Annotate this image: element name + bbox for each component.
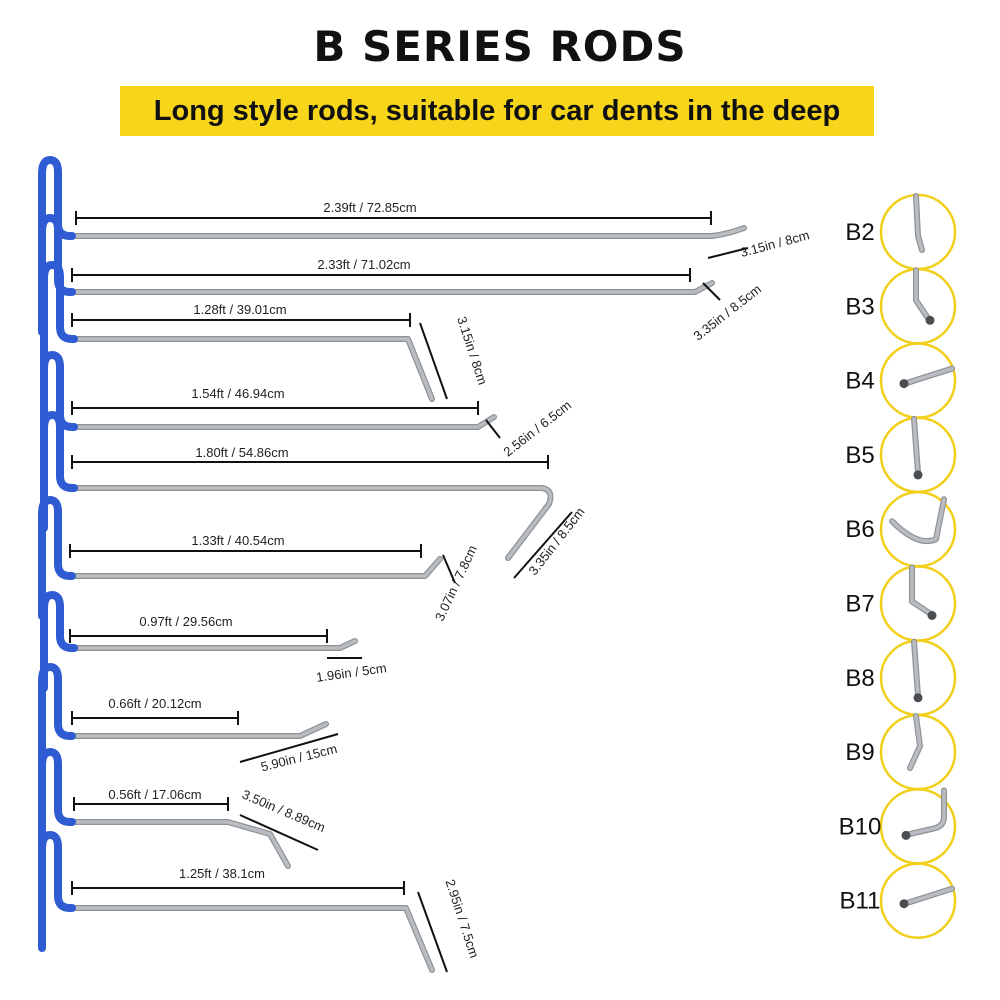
rod-3: 1.28ft / 39.01cm 3.15in / 8cm [40, 261, 490, 402]
model-label: B6 [845, 516, 874, 543]
model-b9: B9 [845, 713, 957, 791]
rod-handle [40, 591, 78, 692]
model-b2: B2 [845, 193, 957, 271]
rod-handle [40, 411, 78, 532]
model-label: B4 [845, 368, 874, 395]
model-tip-ball [927, 611, 937, 620]
tip-label: 3.35in / 8.5cm [525, 504, 587, 578]
model-label: B11 [840, 888, 881, 915]
model-tip-ball [899, 899, 909, 909]
model-tip-ball [901, 830, 911, 840]
tip-label: 3.15in / 8cm [739, 227, 811, 260]
rod-shaft [68, 557, 442, 578]
length-label: 1.54ft / 46.94cm [191, 386, 284, 401]
model-b6: B6 [845, 490, 957, 568]
model-tip [906, 886, 954, 905]
rod-shaft [70, 415, 496, 429]
rod-shaft [72, 820, 290, 868]
rod-handle [38, 496, 76, 620]
tip-label: 2.56in / 6.5cm [500, 397, 574, 459]
length-label: 1.33ft / 40.54cm [191, 533, 284, 548]
rod-shaft-outline [69, 905, 435, 973]
model-b7: B7 [845, 564, 957, 642]
subtitle-text: Long style rods, suitable for car dents … [153, 95, 841, 127]
rod-shaft-outline [69, 485, 554, 561]
tip-dimension-line [485, 419, 501, 439]
length-label: 1.28ft / 39.01cm [193, 302, 286, 317]
model-label: B8 [845, 665, 874, 692]
model-tip-ball [925, 315, 935, 325]
tip-dimension-line [239, 733, 339, 763]
model-b4: B4 [845, 342, 957, 419]
tip-dimension-line [417, 891, 448, 973]
rod-shaft [70, 337, 434, 401]
model-tip-ball [913, 693, 923, 703]
rod-shaft [70, 722, 328, 738]
rod-7: 0.97ft / 29.56cm 1.96in / 5cm [40, 591, 387, 692]
model-b3: B3 [845, 267, 957, 345]
rod-handle [38, 831, 76, 952]
rod-handle [38, 748, 76, 866]
rod-shaft [70, 906, 434, 972]
model-label: B3 [845, 293, 874, 320]
tip-label: 1.96in / 5cm [315, 660, 387, 685]
model-tip [906, 788, 946, 837]
model-tip [912, 417, 920, 475]
rod-1: 2.39ft / 72.85cm 3.15in / 8cm [38, 156, 811, 280]
page-title: B SERIES RODS [313, 22, 687, 71]
model-tip [912, 640, 920, 698]
tip-dimension-line [702, 282, 721, 301]
model-label: B9 [845, 739, 874, 766]
model-label: B5 [845, 442, 874, 469]
model-label: B10 [839, 813, 882, 840]
model-b11: B11 [840, 862, 957, 939]
model-tip-ball [899, 379, 909, 389]
model-tip [914, 194, 924, 252]
tip-dimension-line [707, 247, 749, 259]
model-b8: B8 [845, 638, 957, 717]
rod-handle [38, 663, 76, 780]
length-label: 2.33ft / 71.02cm [317, 257, 410, 272]
model-tip [914, 268, 930, 321]
rod-6: 1.33ft / 40.54cm 3.07in / 7.8cm [38, 496, 480, 623]
length-label: 1.80ft / 54.86cm [195, 445, 288, 460]
length-label: 2.39ft / 72.85cm [323, 200, 416, 215]
tip-dimension-line [239, 814, 319, 851]
model-tip [910, 565, 932, 616]
rod-4: 1.54ft / 46.94cm 2.56in / 6.5cm [40, 351, 574, 471]
rod-shaft-outline [67, 556, 443, 579]
rod-shaft [74, 226, 746, 238]
length-label: 0.56ft / 17.06cm [108, 787, 201, 802]
length-label: 0.97ft / 29.56cm [139, 614, 232, 629]
model-tip [908, 714, 922, 770]
tip-dimension-line [513, 511, 573, 579]
rod-handle [40, 261, 78, 383]
tip-label: 3.07in / 7.8cm [432, 543, 480, 623]
model-label: B2 [845, 219, 874, 246]
rod-shaft [70, 281, 714, 294]
tip-label: 3.15in / 8cm [454, 315, 490, 387]
rod-10: 1.25ft / 38.1cm 2.95in / 7.5cm [38, 831, 482, 973]
tip-label: 2.95in / 7.5cm [443, 877, 482, 959]
tip-dimension-line [419, 322, 448, 400]
rod-5: 1.80ft / 54.86cm 3.35in / 8.5cm [40, 411, 588, 579]
model-tip-ball [913, 470, 923, 480]
length-label: 1.25ft / 38.1cm [179, 866, 265, 881]
model-label: B7 [845, 591, 874, 618]
rod-shaft [70, 486, 553, 560]
model-b5: B5 [845, 415, 957, 494]
rod-shaft [68, 639, 357, 650]
model-b10: B10 [839, 787, 957, 865]
model-tip [906, 366, 954, 385]
model-tip [890, 497, 946, 543]
tip-dimension-line [442, 554, 456, 584]
subtitle-banner: Long style rods, suitable for car dents … [120, 86, 874, 136]
length-label: 0.66ft / 20.12cm [108, 696, 201, 711]
